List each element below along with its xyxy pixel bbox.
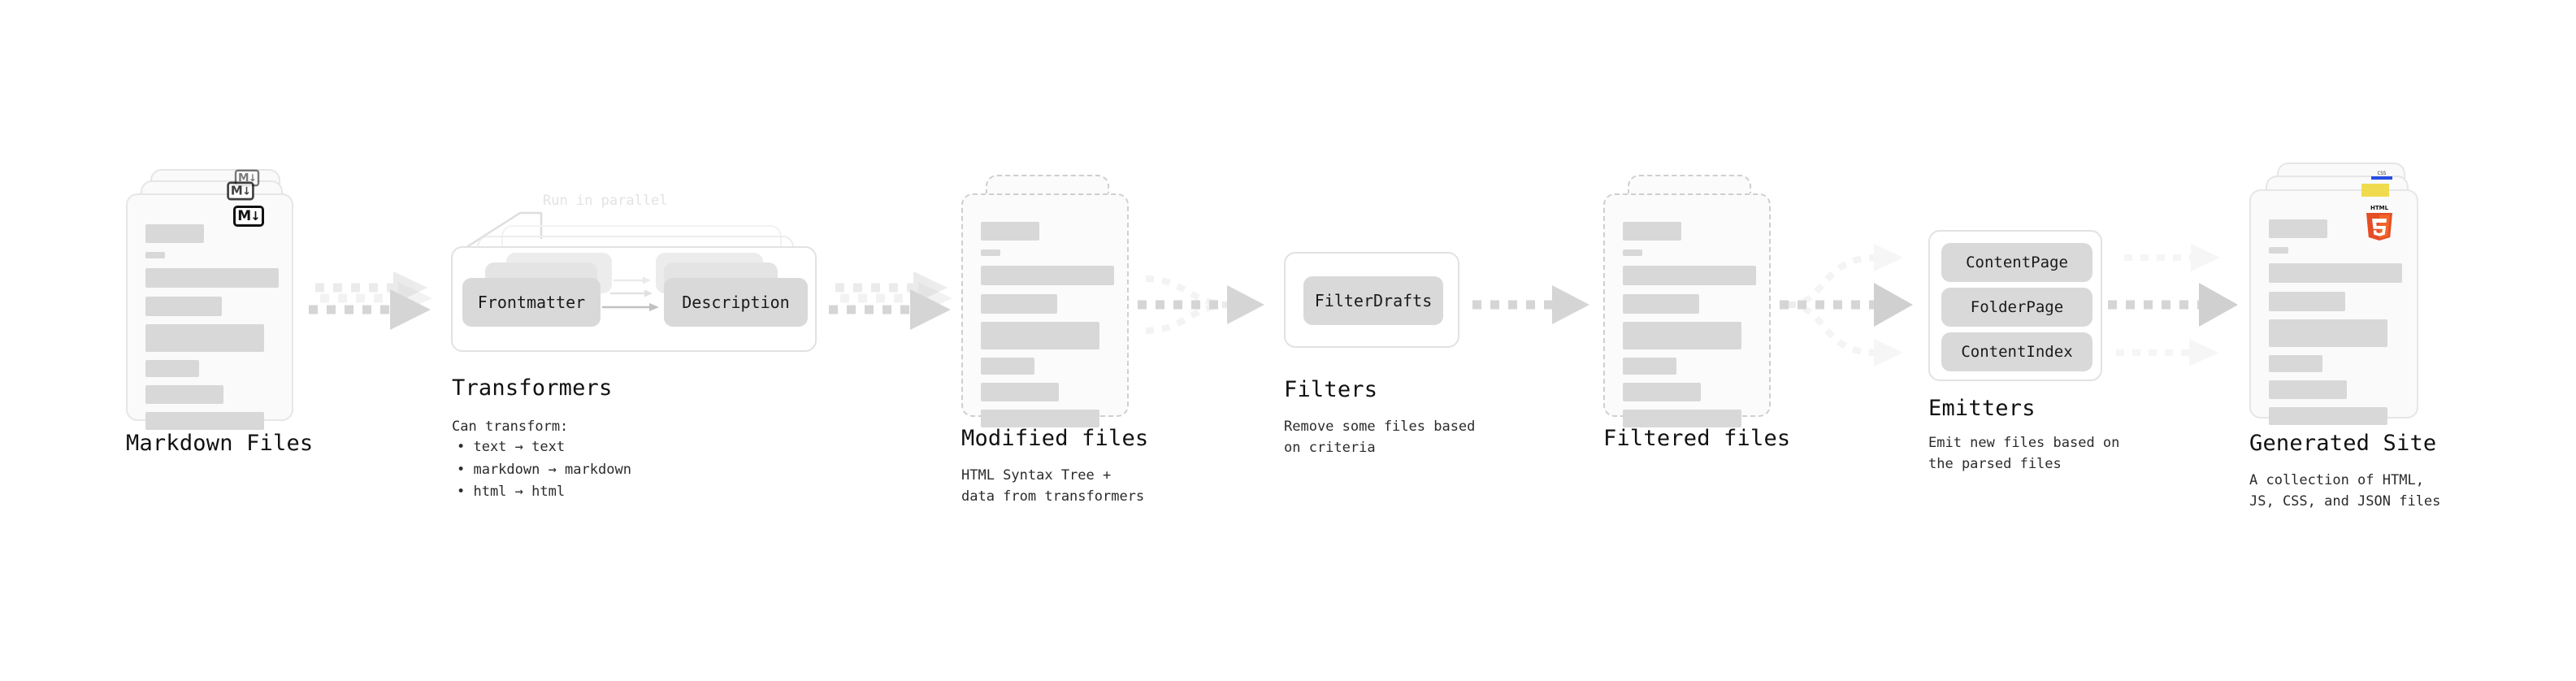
stage-title-filtered-files: Filtered files	[1603, 426, 1791, 451]
filters-box: FilterDrafts	[1284, 252, 1459, 348]
markdown-logo-icon: M↓	[233, 206, 264, 227]
card-sheet-front	[2249, 189, 2418, 425]
transformers-description-heading: Can transform:	[452, 419, 569, 435]
card-sheet-front	[961, 193, 1129, 427]
modified-files-description: HTML Syntax Tree + data from transformer…	[961, 467, 1145, 505]
stage-title-filters: Filters	[1284, 377, 1378, 402]
skeleton-bar	[2269, 355, 2322, 372]
markdown-logo-text: M	[237, 207, 251, 224]
filter-pill-filterdrafts[interactable]: FilterDrafts	[1303, 276, 1443, 325]
skeleton-bar	[1623, 222, 1681, 241]
stage-title-generated-site: Generated Site	[2249, 431, 2437, 456]
filters-description: Remove some files based on criteria	[1284, 419, 1476, 457]
css-logo-icon: CSS	[2371, 171, 2392, 180]
skeleton-bar	[981, 266, 1114, 285]
emitters-description: Emit new files based on the parsed files	[1928, 435, 2120, 473]
generated-site-description: A collection of HTML, JS, CSS, and JSON …	[2249, 472, 2441, 510]
skeleton-bar	[981, 358, 1034, 375]
card-sheet-front	[126, 193, 293, 430]
skeleton-bar	[1623, 358, 1676, 375]
transformer-pill-description[interactable]: Description	[664, 278, 808, 327]
skeleton-bar	[981, 222, 1039, 241]
arrow-markdown-to-transformers	[309, 271, 432, 330]
transformer-pill-frontmatter[interactable]: Frontmatter	[462, 278, 601, 327]
skeleton-bar	[1623, 249, 1642, 256]
js-logo-icon	[2361, 184, 2389, 197]
bullet-item: • html → html	[457, 484, 566, 501]
markdown-logo-arrow: ↓	[248, 171, 257, 184]
markdown-logo-text: M	[230, 183, 243, 198]
skeleton-bar	[1623, 383, 1701, 401]
stage-title-emitters: Emitters	[1928, 396, 2036, 421]
transformers-box-group: Frontmatter Description	[443, 207, 833, 362]
run-in-parallel-label: Run in parallel	[543, 193, 668, 209]
skeleton-bar	[2269, 263, 2402, 283]
markdown-files-card-stack: M↓ M↓ M↓	[126, 169, 313, 430]
svg-text:CSS: CSS	[2378, 171, 2387, 176]
generated-site-card-stack: CSS HTML	[2249, 163, 2436, 425]
markdown-logo-arrow: ↓	[241, 184, 251, 197]
skeleton-bar	[981, 410, 1099, 427]
skeleton-bar	[145, 224, 204, 243]
markdown-logo-arrow: ↓	[250, 208, 261, 223]
arrow-filters-to-filtered	[1472, 285, 1589, 324]
emitter-pill-contentpage[interactable]: ContentPage	[1941, 243, 2092, 282]
skeleton-bar	[2269, 219, 2327, 238]
skeleton-bar	[981, 383, 1059, 401]
skeleton-bar	[145, 385, 223, 404]
modified-files-card-stack	[961, 175, 1140, 427]
bullet-item: • markdown → markdown	[457, 461, 631, 478]
markdown-logo-icon-mid: M↓	[227, 181, 254, 201]
skeleton-bar	[981, 294, 1057, 314]
stage-title-modified-files: Modified files	[961, 426, 1149, 451]
transformers-bullet-list: • text → text • markdown → markdown • ht…	[457, 436, 631, 504]
bullet-item: • text → text	[457, 439, 566, 455]
skeleton-bar	[2269, 247, 2288, 254]
skeleton-bar	[145, 252, 165, 258]
skeleton-bar	[2269, 319, 2387, 347]
arrow-emitters-to-site	[2108, 244, 2238, 367]
skeleton-bar	[145, 412, 264, 430]
transformer-inner-arrows	[602, 276, 659, 311]
skeleton-bar	[981, 322, 1099, 349]
markdown-logo-text: M	[238, 171, 249, 184]
skeleton-bar	[2269, 407, 2387, 425]
skeleton-bar	[1623, 294, 1699, 314]
skeleton-bar	[145, 324, 264, 352]
skeleton-bar	[1623, 322, 1741, 349]
skeleton-bar	[1623, 266, 1756, 285]
filtered-files-card-stack	[1603, 175, 1782, 427]
arrow-filtered-to-emitters	[1780, 244, 1913, 367]
arrow-transformers-to-modified	[829, 271, 952, 330]
skeleton-bar	[981, 249, 1000, 256]
skeleton-bar	[145, 297, 222, 316]
skeleton-bar	[145, 360, 199, 377]
stage-title-markdown-files: Markdown Files	[126, 431, 314, 456]
emitters-box: ContentPage FolderPage ContentIndex	[1928, 230, 2102, 381]
stage-title-transformers: Transformers	[452, 375, 613, 401]
emitter-pill-contentindex[interactable]: ContentIndex	[1941, 332, 2092, 371]
emitter-pill-folderpage[interactable]: FolderPage	[1941, 288, 2092, 327]
skeleton-bar	[1623, 410, 1741, 427]
arrow-modified-to-filters	[1138, 275, 1264, 334]
skeleton-bar	[145, 268, 279, 288]
card-sheet-front	[1603, 193, 1771, 427]
html5-logo-icon: HTML	[2366, 205, 2392, 241]
skeleton-bar	[2269, 380, 2347, 399]
skeleton-bar	[2269, 292, 2345, 311]
svg-text:HTML: HTML	[2370, 205, 2389, 211]
